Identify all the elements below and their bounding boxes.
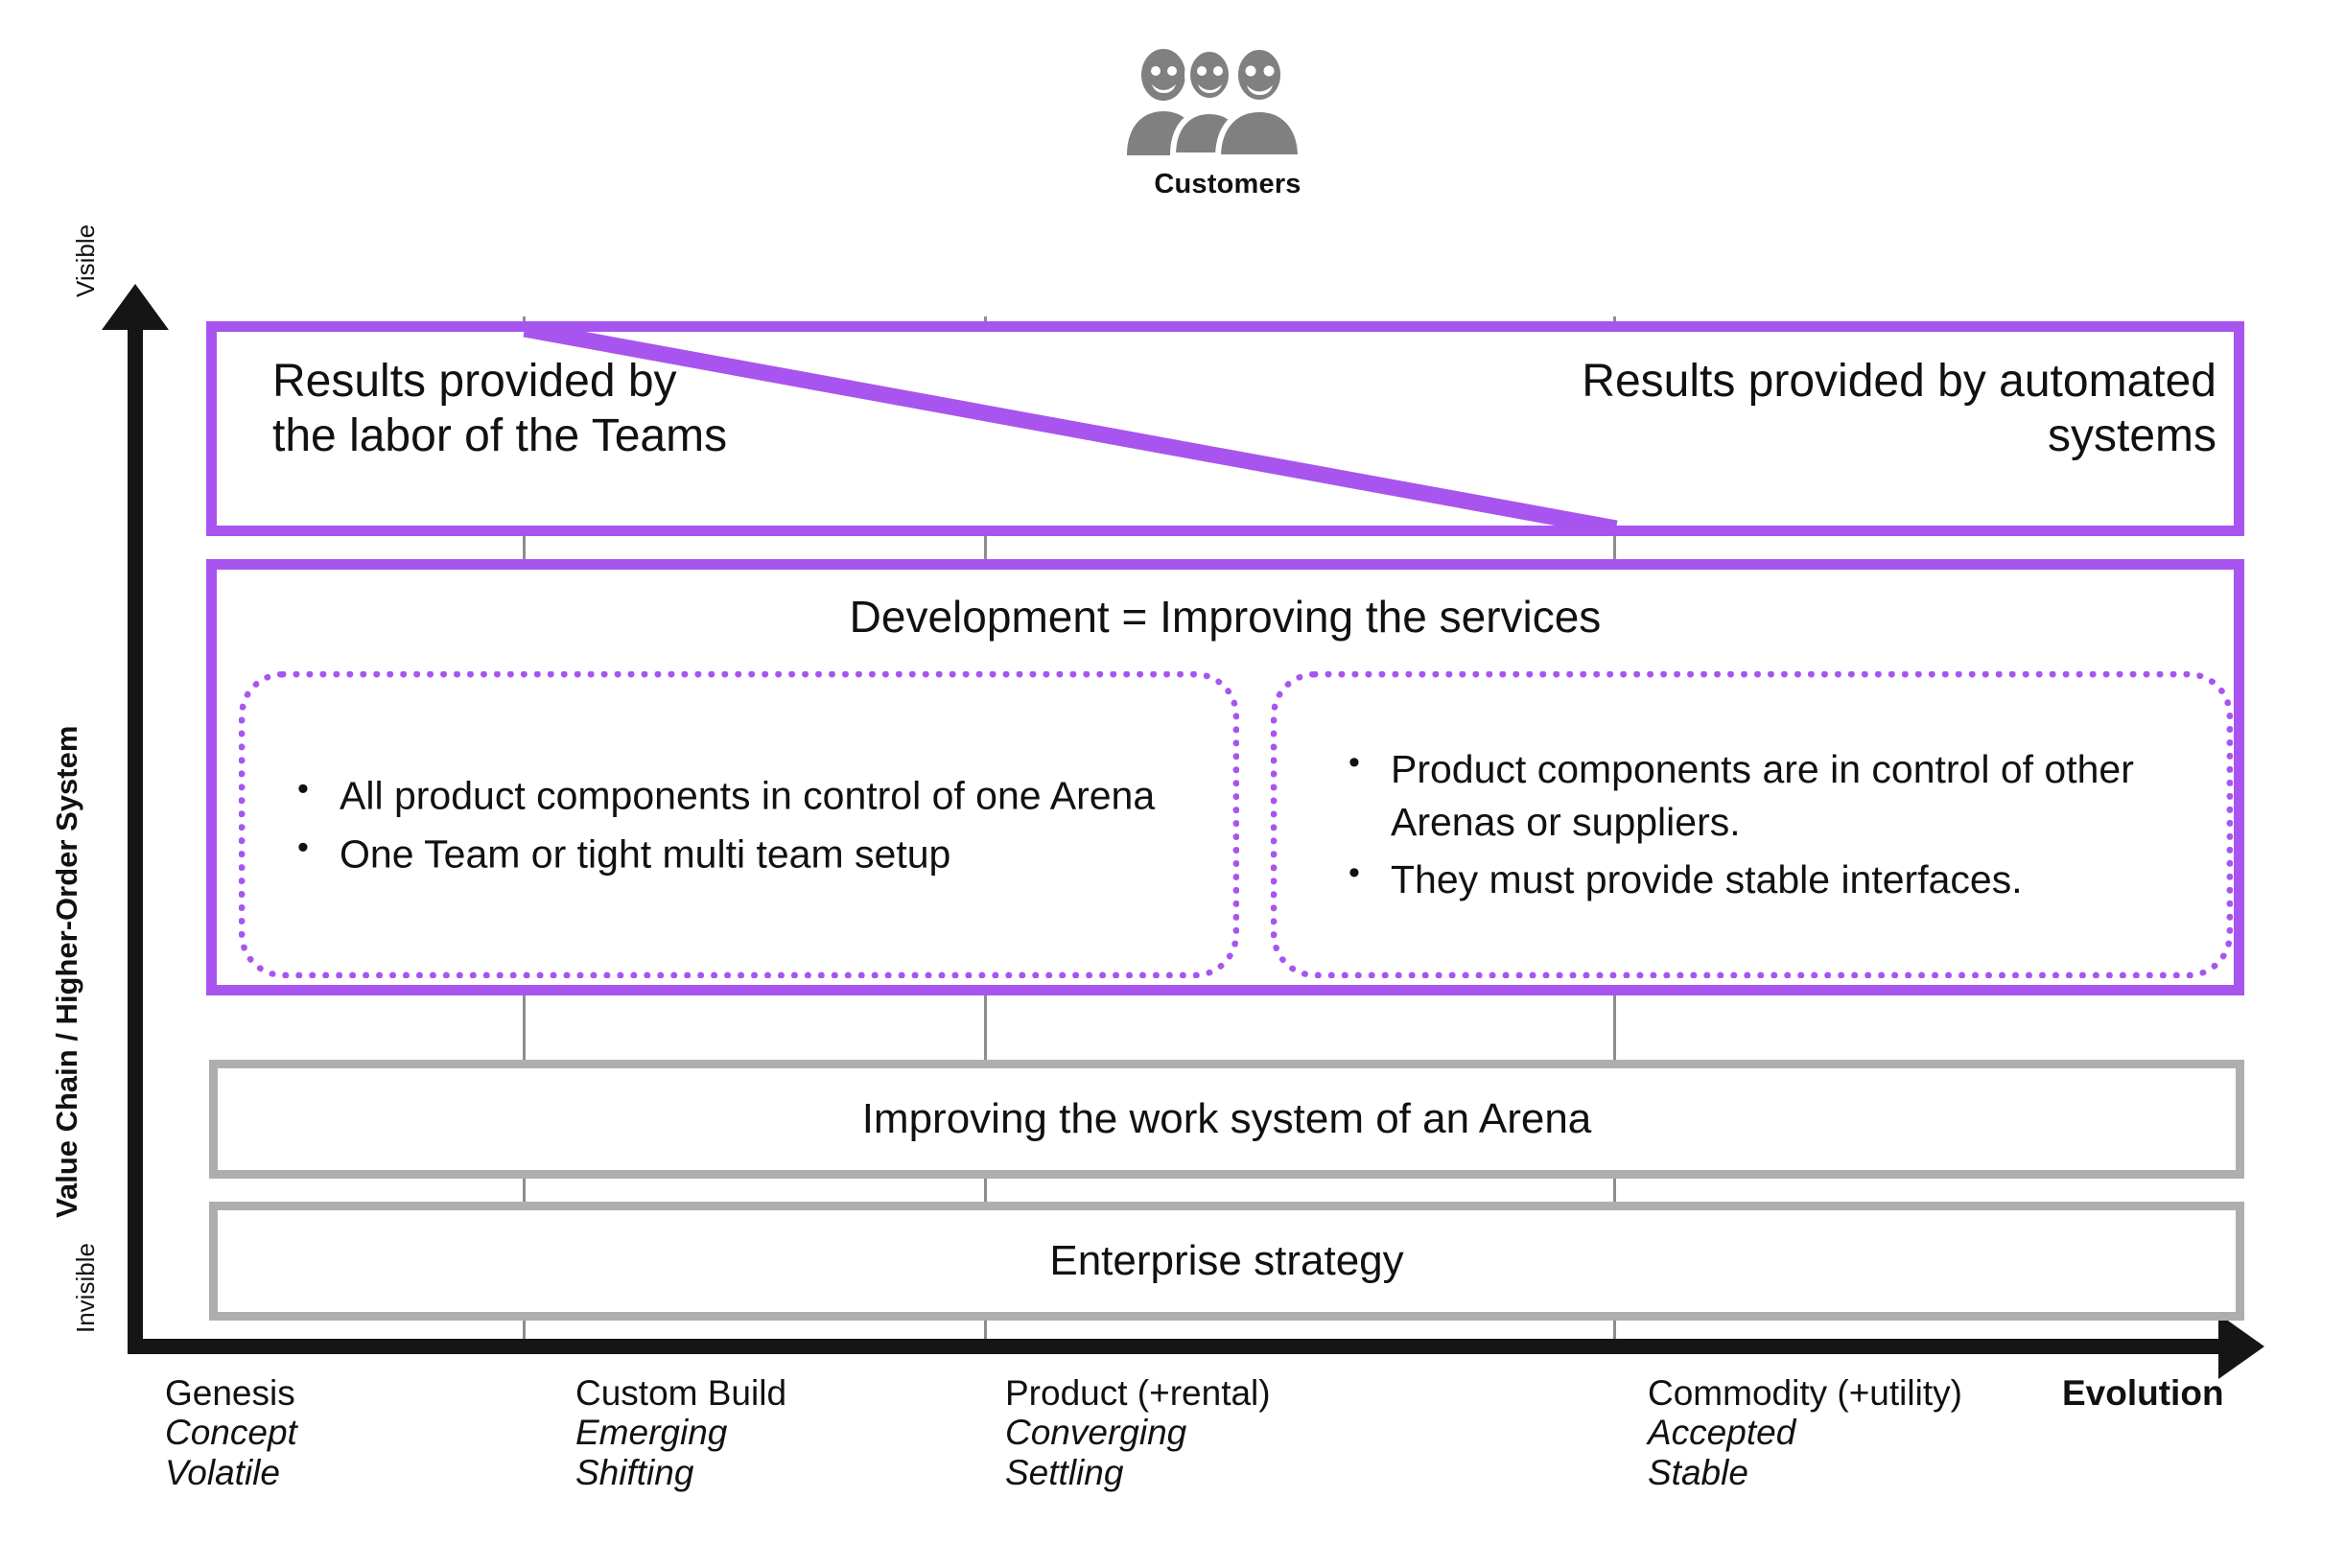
x-axis-line [128, 1339, 2228, 1354]
x-tick-custom-build: Custom Build Emerging Shifting [575, 1373, 1036, 1492]
x-tick-product-name: Product (+rental) [1005, 1373, 1271, 1413]
x-tick-genesis: Genesis Concept Volatile [165, 1373, 625, 1492]
results-band: Results provided by the labor of the Tea… [206, 321, 2244, 536]
x-tick-commodity-line2: Accepted [1648, 1413, 1796, 1453]
x-axis-title: Evolution [2062, 1373, 2224, 1413]
y-axis-line [128, 316, 143, 1354]
x-axis-arrowhead [2218, 1314, 2264, 1379]
x-tick-genesis-name: Genesis [165, 1373, 295, 1413]
x-tick-product-line2: Converging [1005, 1413, 1187, 1453]
results-right-text: Results provided by automated systems [1200, 355, 2216, 463]
x-tick-custom-build-line2: Emerging [575, 1413, 728, 1453]
list-item: They must provide stable interfaces. [1341, 852, 2203, 906]
enterprise-title: Enterprise strategy [1049, 1237, 1404, 1284]
x-tick-custom-build-line3: Shifting [575, 1452, 694, 1492]
list-item: One Team or tight multi team setup [290, 826, 1204, 880]
results-left-text: Results provided by the labor of the Tea… [272, 355, 1136, 463]
x-tick-custom-build-name: Custom Build [575, 1373, 787, 1413]
customers-label: Customers [1154, 169, 1301, 199]
development-left-bullet-list: All product components in control of one… [290, 768, 1204, 880]
y-axis-title: Value Chain / Higher-Order System [50, 725, 83, 1218]
y-axis-top-label: Visible [71, 223, 100, 297]
enterprise-band: Enterprise strategy [209, 1202, 2244, 1321]
y-axis-bottom-label: Invisible [71, 1243, 100, 1333]
development-title: Development = Improving the services [849, 592, 1602, 642]
development-left-dotted-box: All product components in control of one… [239, 671, 1239, 978]
work-system-title: Improving the work system of an Arena [861, 1095, 1592, 1142]
x-tick-genesis-line3: Volatile [165, 1452, 280, 1492]
customers-group: Customers [1093, 48, 1362, 200]
results-right-line2: systems [2047, 410, 2216, 461]
work-system-band: Improving the work system of an Arena [209, 1060, 2244, 1179]
x-tick-commodity: Commodity (+utility) Accepted Stable [1648, 1373, 2185, 1492]
list-item: Product components are in control of oth… [1341, 741, 2203, 848]
x-tick-product: Product (+rental) Converging Settling [1005, 1373, 1466, 1492]
development-right-bullet-list: Product components are in control of oth… [1341, 741, 2203, 906]
x-tick-genesis-line2: Concept [165, 1413, 297, 1453]
development-band: Development = Improving the services All… [206, 559, 2244, 995]
x-tick-commodity-name: Commodity (+utility) [1648, 1373, 1962, 1413]
x-tick-commodity-line3: Stable [1648, 1452, 1748, 1492]
list-item: All product components in control of one… [290, 768, 1204, 822]
people-group-icon [1117, 48, 1338, 163]
results-right-line1: Results provided by automated [1582, 356, 2216, 407]
results-left-line1: Results provided by [272, 356, 677, 407]
x-tick-product-line3: Settling [1005, 1452, 1124, 1492]
development-right-dotted-box: Product components are in control of oth… [1271, 671, 2233, 978]
results-left-line2: the labor of the Teams [272, 410, 728, 461]
